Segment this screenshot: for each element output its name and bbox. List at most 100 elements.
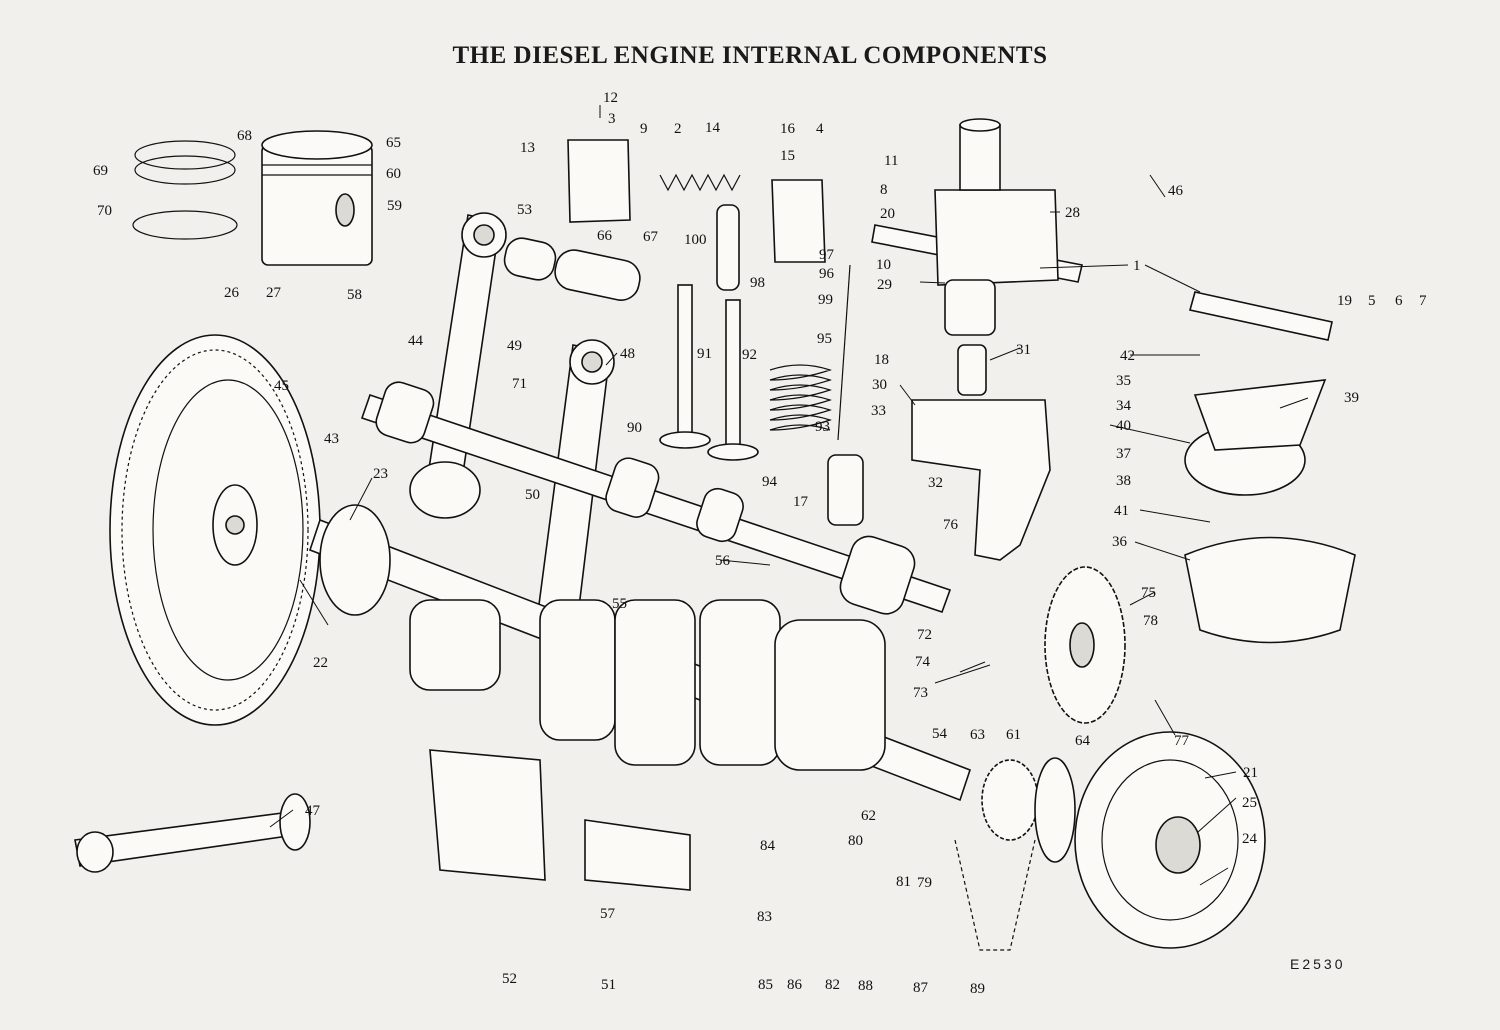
part-label: 57 — [600, 906, 616, 922]
part-label: 21 — [1243, 765, 1258, 781]
part-label: 41 — [1114, 503, 1129, 519]
part-label: 96 — [819, 266, 835, 282]
part-label: 59 — [387, 198, 402, 214]
part-label: 17 — [793, 494, 809, 510]
part-label: 11 — [884, 153, 898, 169]
part-label: 42 — [1120, 348, 1135, 364]
part-label: 73 — [913, 685, 928, 701]
part-label: 44 — [408, 333, 424, 349]
part-label: 82 — [825, 977, 840, 993]
part-label: 10 — [876, 257, 891, 273]
push-rod — [837, 264, 851, 441]
part-label: 35 — [1116, 373, 1131, 389]
part-label: 46 — [1168, 183, 1184, 199]
part-label: 14 — [705, 120, 721, 136]
part-label: 85 — [758, 977, 773, 993]
crankshaft-sprocket — [981, 757, 1076, 863]
part-label: 80 — [848, 833, 863, 849]
crankshaft-pulley — [1074, 731, 1266, 949]
part-label: 60 — [386, 166, 401, 182]
part-label: 64 — [1075, 733, 1091, 749]
crankshaft — [308, 504, 972, 802]
part-label: 18 — [874, 352, 889, 368]
part-label: 22 — [313, 655, 328, 671]
part-label: 56 — [715, 553, 731, 569]
part-label: 58 — [347, 287, 362, 303]
part-label: 48 — [620, 346, 635, 362]
part-label: 51 — [601, 977, 616, 993]
part-label: 92 — [742, 347, 757, 363]
part-label: 34 — [1116, 398, 1132, 414]
part-label: 76 — [943, 517, 959, 533]
part-label: 81 — [896, 874, 911, 890]
part-label: 43 — [324, 431, 339, 447]
connecting-rod — [409, 212, 507, 519]
tappet — [827, 454, 864, 526]
part-label: 12 — [603, 90, 618, 106]
part-label: 66 — [597, 228, 613, 244]
part-label: 9 — [640, 121, 648, 137]
part-label: 70 — [97, 203, 112, 219]
part-label: 62 — [861, 808, 876, 824]
part-label: 3 — [608, 111, 616, 127]
part-label: 50 — [525, 487, 540, 503]
part-label: 97 — [819, 247, 835, 263]
auxiliary-drive-shaft — [74, 793, 311, 873]
part-label: 75 — [1141, 585, 1156, 601]
part-label: 4 — [816, 121, 824, 137]
part-label: 67 — [643, 229, 659, 245]
timing-gear — [1044, 566, 1126, 724]
part-label: 86 — [787, 977, 803, 993]
camshaft — [360, 381, 952, 615]
part-label: 29 — [877, 277, 892, 293]
piston-rings — [132, 140, 238, 240]
part-labels: 1 2 3 4 5 6 7 8 9 10 11 12 13 14 15 16 1… — [93, 90, 1427, 997]
part-label: 5 — [1368, 293, 1376, 309]
part-label: 74 — [915, 654, 931, 670]
part-label: 68 — [237, 128, 252, 144]
part-label: 19 — [1337, 293, 1352, 309]
valve-spring — [769, 364, 832, 431]
part-label: 69 — [93, 163, 108, 179]
part-label: 33 — [871, 403, 886, 419]
part-label: 47 — [305, 803, 321, 819]
part-label: 15 — [780, 148, 795, 164]
rocker-spring — [659, 173, 741, 192]
part-label: 13 — [520, 140, 535, 156]
valves — [659, 204, 759, 461]
part-label: 38 — [1116, 473, 1131, 489]
part-label: 31 — [1016, 342, 1031, 358]
part-label: 84 — [760, 838, 776, 854]
part-label: 78 — [1143, 613, 1158, 629]
part-label: 95 — [817, 331, 832, 347]
part-label: 24 — [1242, 831, 1258, 847]
part-label: 7 — [1419, 293, 1427, 309]
part-label: 99 — [818, 292, 833, 308]
part-label: 2 — [674, 121, 682, 137]
main-bearing-cap — [429, 749, 691, 891]
page-title: THE DIESEL ENGINE INTERNAL COMPONENTS — [452, 42, 1048, 69]
part-label: 83 — [757, 909, 772, 925]
part-label: 52 — [502, 971, 517, 987]
part-label: 6 — [1395, 293, 1403, 309]
part-label: 28 — [1065, 205, 1080, 221]
part-label: 8 — [880, 182, 888, 198]
part-label: 39 — [1344, 390, 1359, 406]
gudgeon-pin — [503, 237, 641, 301]
part-label: 91 — [697, 346, 712, 362]
part-label: 27 — [266, 285, 282, 301]
part-label: 16 — [780, 121, 796, 137]
part-label: 93 — [815, 419, 830, 435]
part-label: 30 — [872, 377, 887, 393]
rocker-pedestal — [567, 139, 826, 263]
part-label: 65 — [386, 135, 401, 151]
fuel-pump-drive-housing — [934, 118, 1059, 286]
part-label: 71 — [512, 376, 527, 392]
part-label: 32 — [928, 475, 943, 491]
part-label: 40 — [1116, 418, 1131, 434]
part-label: 20 — [880, 206, 895, 222]
part-label: 54 — [932, 726, 948, 742]
piston — [261, 130, 373, 266]
part-label: 61 — [1006, 727, 1021, 743]
